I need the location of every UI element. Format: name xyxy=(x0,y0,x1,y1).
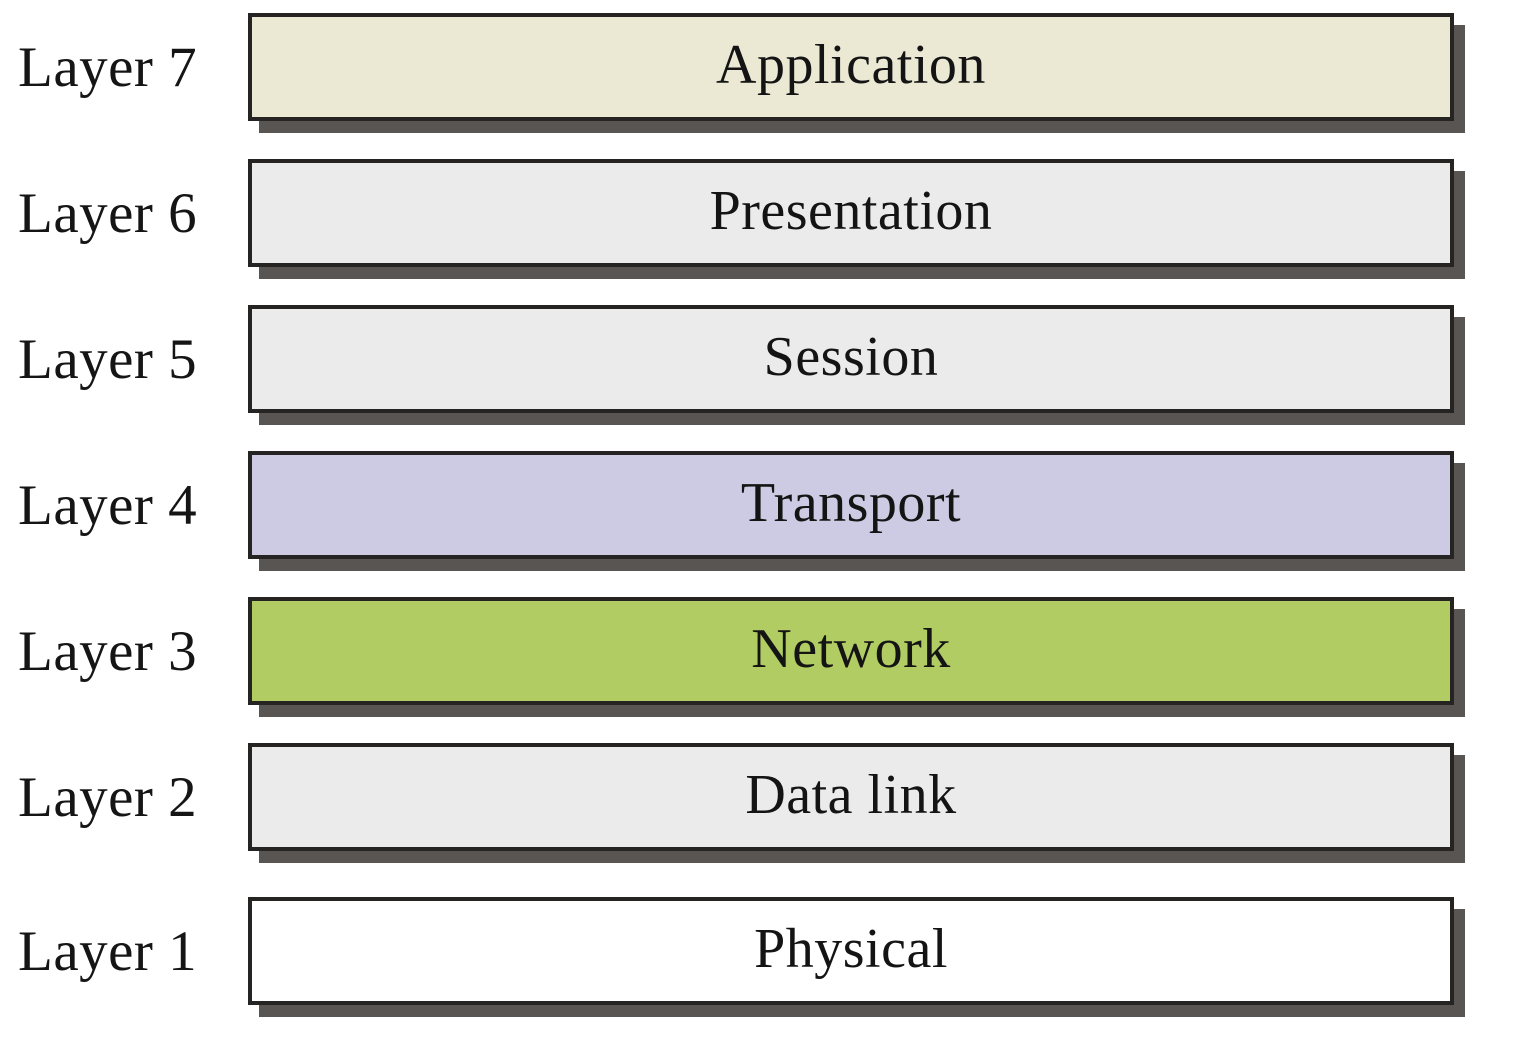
layer-row-3: Layer 3 Network xyxy=(0,597,1534,717)
layer-row-7: Layer 7 Application xyxy=(0,13,1534,133)
layer-name-text-4: Transport xyxy=(740,472,962,534)
layer-box-shadow-1: Physical xyxy=(248,897,1465,1017)
layer-row-6: Layer 6 Presentation xyxy=(0,159,1534,279)
layer-box-data-link[interactable]: Data link xyxy=(248,743,1454,851)
layer-number-label-2: Layer 2 xyxy=(18,765,198,829)
layer-name-text-6: Presentation xyxy=(709,180,993,242)
layer-box-network[interactable]: Network xyxy=(248,597,1454,705)
layer-name-text-1: Physical xyxy=(754,918,948,980)
layer-box-shadow-7: Application xyxy=(248,13,1465,133)
layer-number-label-7: Layer 7 xyxy=(18,35,198,99)
layer-box-shadow-3: Network xyxy=(248,597,1465,717)
layer-number-label-1: Layer 1 xyxy=(18,919,198,983)
layer-number-label-6: Layer 6 xyxy=(18,181,198,245)
layer-number-label-3: Layer 3 xyxy=(18,619,198,683)
layer-name-text-2: Data link xyxy=(745,764,957,826)
layer-row-1: Layer 1 Physical xyxy=(0,897,1534,1017)
layer-row-4: Layer 4 Transport xyxy=(0,451,1534,571)
layer-number-label-4: Layer 4 xyxy=(18,473,198,537)
layer-box-shadow-4: Transport xyxy=(248,451,1465,571)
layer-row-5: Layer 5 Session xyxy=(0,305,1534,425)
layer-number-label-5: Layer 5 xyxy=(18,327,198,391)
layer-row-2: Layer 2 Data link xyxy=(0,743,1534,863)
layer-box-shadow-5: Session xyxy=(248,305,1465,425)
layer-name-text-7: Application xyxy=(716,34,986,96)
layer-name-text-3: Network xyxy=(751,618,951,680)
layer-box-session[interactable]: Session xyxy=(248,305,1454,413)
layer-box-physical[interactable]: Physical xyxy=(248,897,1454,1005)
layer-box-application[interactable]: Application xyxy=(248,13,1454,121)
layer-box-shadow-2: Data link xyxy=(248,743,1465,863)
layer-box-shadow-6: Presentation xyxy=(248,159,1465,279)
layer-name-text-5: Session xyxy=(763,326,939,388)
layer-box-presentation[interactable]: Presentation xyxy=(248,159,1454,267)
layer-box-transport[interactable]: Transport xyxy=(248,451,1454,559)
